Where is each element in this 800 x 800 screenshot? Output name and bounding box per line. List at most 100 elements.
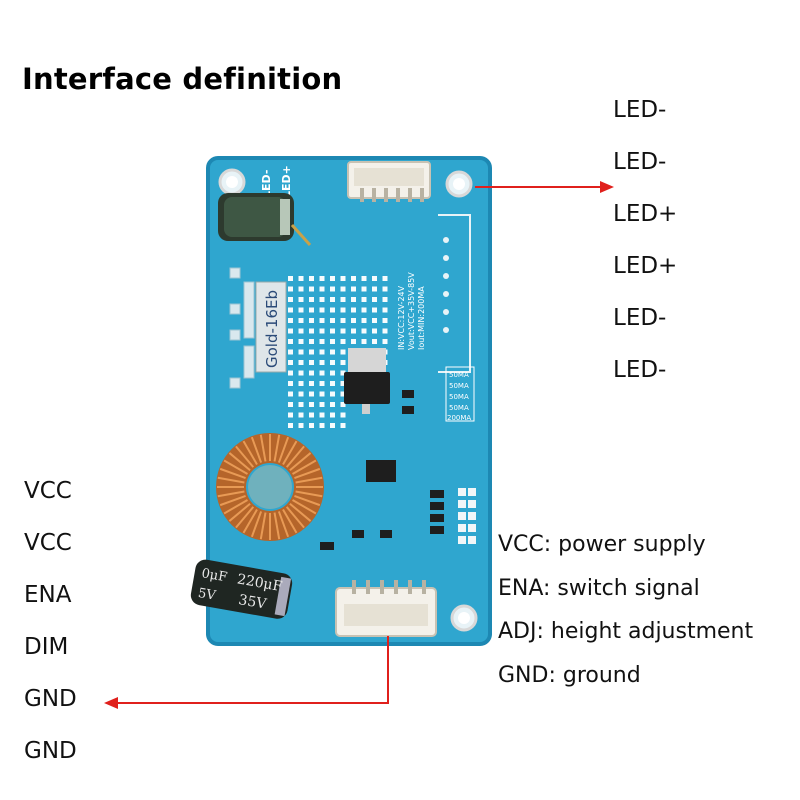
heatsink-dot — [298, 328, 304, 334]
heatsink-dot — [319, 360, 325, 365]
heatsink-dot — [361, 328, 367, 334]
mounting-hole-top-right-icon — [445, 170, 473, 198]
heatsink-dot — [330, 276, 335, 281]
heatsink-dot — [382, 328, 388, 334]
heatsink-dot — [288, 349, 293, 355]
heatsink-dot — [340, 370, 346, 376]
capacitor-left-value: 0μF — [200, 566, 228, 585]
silkscreen-led-plus: LED+ — [280, 165, 293, 198]
heatsink-dot — [298, 307, 304, 313]
heatsink-dot — [309, 349, 314, 355]
mounting-hole-bottom-right-icon — [450, 604, 478, 632]
heatsink-dot — [340, 297, 346, 302]
heatsink-dot — [288, 276, 293, 281]
heatsink-dot — [309, 318, 314, 323]
arrow-left-icon — [104, 636, 389, 709]
input-pin-2: VCC — [24, 530, 72, 556]
model-label: Gold-16Eb — [263, 290, 281, 368]
capacitor-voltage: 35V — [237, 592, 268, 613]
heatsink-dot — [340, 360, 346, 365]
heatsink-dot — [372, 307, 377, 313]
coil-winding — [285, 445, 305, 468]
heatsink-dot — [288, 412, 293, 418]
capacitor-top-icon — [218, 193, 312, 247]
heatsink-dot — [288, 402, 293, 407]
heatsink-dot — [288, 318, 293, 323]
coil-winding — [289, 452, 312, 472]
heatsink-dot — [351, 328, 356, 334]
heatsink-dot — [330, 328, 335, 334]
top-connector-icon — [347, 161, 431, 202]
input-pin-1: VCC — [24, 478, 72, 504]
coil-winding — [250, 436, 263, 463]
heatsink-dot — [372, 297, 377, 302]
coil-winding — [289, 502, 312, 522]
heatsink-dot — [309, 328, 314, 334]
heatsink-dot — [351, 307, 356, 313]
heatsink-dot — [319, 423, 325, 428]
heatsink-dot — [319, 307, 325, 313]
heatsink-dot — [372, 276, 377, 281]
coil-winding — [295, 476, 323, 484]
inductor-coil-icon — [216, 433, 324, 541]
heatsink-dot — [309, 297, 314, 302]
heatsink-dot — [330, 402, 335, 407]
coil-winding — [292, 499, 317, 515]
coil-winding — [235, 445, 255, 468]
legend-gnd: GND: ground — [498, 662, 641, 688]
current-label-5: 200MA — [447, 414, 471, 422]
heatsink-dot — [298, 318, 304, 323]
heatsink-dot — [309, 423, 314, 428]
regulator-chip-icon — [344, 348, 390, 414]
coil-winding — [282, 440, 298, 465]
heatsink-dot — [382, 297, 388, 302]
output-pin-6: LED- — [613, 357, 667, 383]
coil-winding — [219, 494, 246, 507]
heatsink-dot — [382, 318, 388, 323]
model-label-box: Gold-16Eb — [255, 281, 287, 373]
input-pin-list: VCC VCC ENA DIM GND GND — [24, 478, 77, 790]
coil-winding — [235, 506, 255, 529]
heatsink-dot — [319, 297, 325, 302]
coil-winding — [294, 467, 321, 480]
output-pin-3: LED+ — [613, 201, 678, 227]
heatsink-dot — [340, 423, 346, 428]
legend-adj: ADJ: height adjustment — [498, 619, 754, 644]
heatsink-dot — [288, 307, 293, 313]
heatsink-dot — [298, 286, 304, 292]
coil-winding — [228, 452, 251, 472]
heatsink-dot — [309, 276, 314, 281]
coil-winding — [223, 499, 248, 515]
heatsink-dot — [382, 276, 388, 281]
capacitor-value: 220μF — [236, 571, 284, 595]
heatsink-dot — [340, 307, 346, 313]
heatsink-dot — [288, 360, 293, 365]
heatsink-dot — [330, 297, 335, 302]
heatsink-dot — [319, 412, 325, 418]
coil-winding — [277, 511, 290, 538]
current-label-3: 50MA — [449, 393, 469, 401]
coil-winding — [295, 490, 323, 498]
output-pin-2: LED- — [613, 149, 667, 175]
heatsink-dot — [309, 339, 314, 344]
heatsink-dot — [288, 381, 293, 386]
heatsink-dot — [330, 360, 335, 365]
heatsink-dot — [298, 402, 304, 407]
heatsink-dot — [288, 370, 293, 376]
heatsink-dot — [330, 286, 335, 292]
heatsink-dot — [361, 297, 367, 302]
legend-vcc: VCC: power supply — [498, 532, 706, 557]
current-table: 50MA 50MA 50MA 50MA 200MA — [445, 366, 475, 422]
heatsink-dot — [298, 412, 304, 418]
output-pin-list: LED- LED- LED+ LED+ LED- LED- — [613, 97, 677, 409]
heatsink-dot — [319, 286, 325, 292]
heatsink-dot — [309, 381, 314, 386]
heatsink-dot — [340, 381, 346, 386]
heatsink-dot — [298, 370, 304, 376]
spec-line-1: IN:VCC:12V-24V — [397, 285, 406, 350]
input-pin-5: GND — [24, 686, 77, 712]
current-label-2: 50MA — [449, 382, 469, 390]
coil-winding — [277, 436, 290, 463]
input-pin-4: DIM — [24, 634, 69, 660]
heatsink-dot — [330, 339, 335, 344]
